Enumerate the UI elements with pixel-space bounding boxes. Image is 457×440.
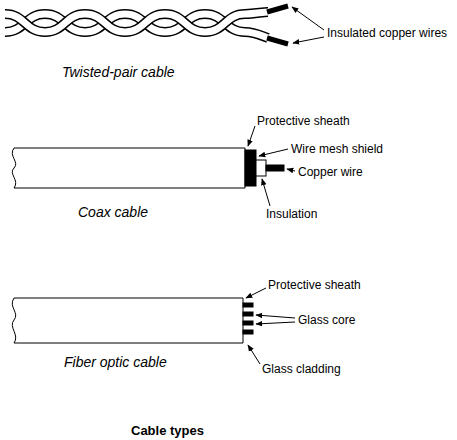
callout-label: Glass cladding <box>262 362 341 376</box>
callout-label: Protective sheath <box>257 114 350 128</box>
callout-label: Wire mesh shield <box>291 142 383 156</box>
fiber-optic-cable <box>12 298 253 343</box>
callout-label: Insulation <box>266 207 317 221</box>
leader-lines <box>246 7 324 364</box>
callout-label: Protective sheath <box>268 278 361 292</box>
callout-label: Copper wire <box>298 165 363 179</box>
twisted-pair <box>5 6 288 44</box>
caption: Cable types <box>131 423 204 439</box>
callout-label: Insulated copper wires <box>327 26 447 40</box>
cable-name: Coax cable <box>78 204 148 220</box>
cable-name: Fiber optic cable <box>64 354 167 370</box>
coax-cable <box>12 148 284 188</box>
cable-name: Twisted-pair cable <box>62 64 175 80</box>
callout-label: Glass core <box>298 313 355 327</box>
